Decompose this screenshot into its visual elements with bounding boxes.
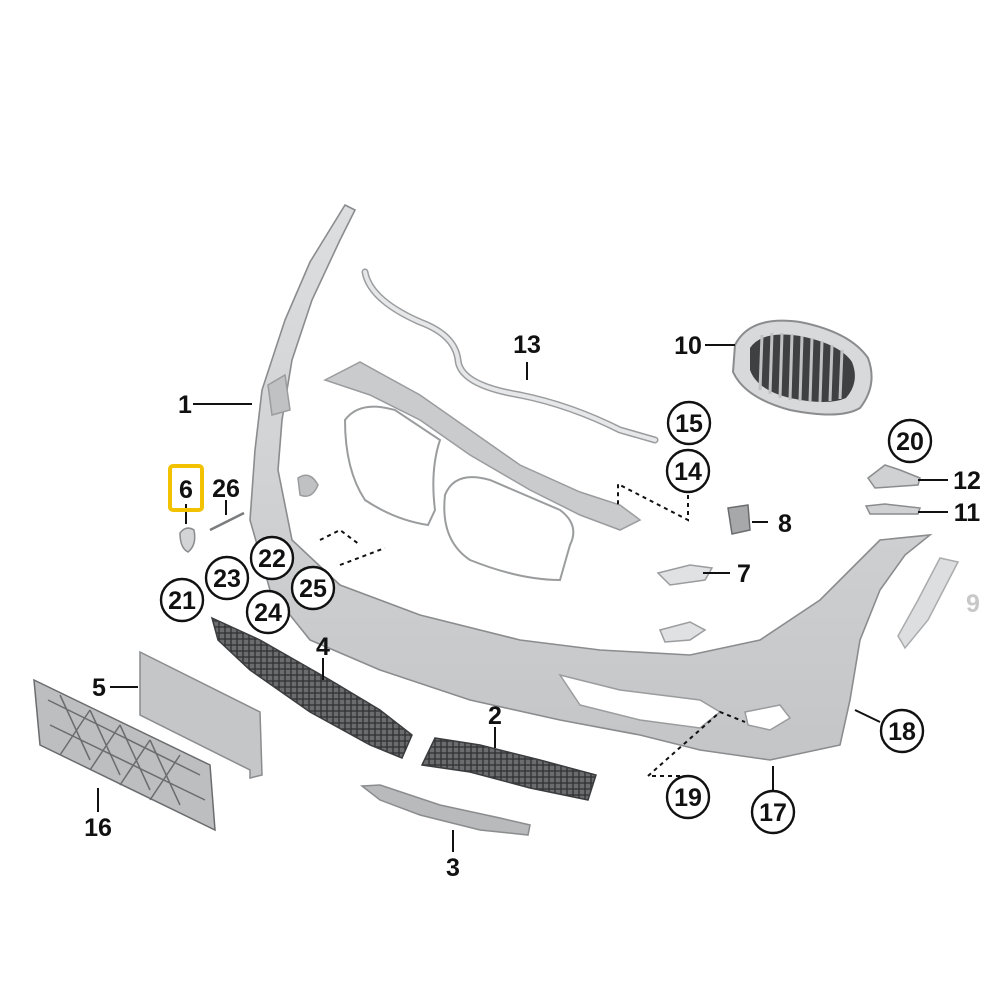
bumper-cover (249, 203, 933, 761)
label-5: 5 (92, 674, 106, 702)
callout-17: 17 (750, 789, 796, 835)
svg-text:24: 24 (254, 599, 282, 627)
label-10: 10 (674, 332, 702, 360)
highlight-box (168, 464, 204, 512)
license-plate-5 (139, 650, 263, 779)
callout-15: 15 (666, 400, 712, 446)
cover-7 (656, 564, 714, 586)
callout-14: 14 (665, 448, 711, 494)
callout-25: 25 (290, 565, 336, 611)
label-3: 3 (446, 854, 460, 882)
screw-26 (209, 511, 245, 532)
label-9: 9 (966, 590, 980, 618)
label-12: 12 (953, 467, 981, 495)
bracket-12 (866, 464, 921, 489)
callout-20: 20 (887, 418, 933, 464)
mesh-grille-2 (420, 737, 597, 801)
mesh-grille-4 (210, 616, 413, 759)
svg-text:17: 17 (759, 799, 787, 827)
trim-strip-3 (359, 784, 531, 836)
callout-23: 23 (204, 555, 250, 601)
cover-6 (179, 527, 196, 553)
label-8: 8 (778, 510, 792, 538)
label-26: 26 (212, 475, 240, 503)
callout-19: 19 (665, 774, 711, 820)
svg-text:14: 14 (674, 458, 702, 486)
svg-text:19: 19 (674, 784, 702, 812)
plate-bracket-16 (33, 678, 216, 832)
label-4: 4 (316, 633, 330, 661)
svg-text:15: 15 (675, 410, 703, 438)
label-2: 2 (488, 702, 502, 730)
callout-22: 22 (249, 535, 295, 581)
bracket-11 (864, 503, 922, 515)
side-strip (897, 557, 960, 650)
callout-24: 24 (245, 589, 291, 635)
svg-text:25: 25 (299, 575, 327, 603)
seal-strip (361, 268, 659, 444)
svg-text:18: 18 (888, 718, 916, 746)
label-13: 13 (513, 331, 541, 359)
label-6: 6 (179, 476, 193, 504)
label-16: 16 (84, 814, 112, 842)
leader-lines (97, 344, 948, 852)
svg-text:20: 20 (896, 428, 924, 456)
clip-8 (727, 504, 751, 535)
callout-18: 18 (879, 708, 925, 754)
label-7: 7 (737, 560, 751, 588)
svg-text:22: 22 (258, 545, 286, 573)
callout-21: 21 (159, 577, 205, 623)
label-1: 1 (178, 391, 192, 419)
svg-text:21: 21 (168, 587, 196, 615)
svg-text:23: 23 (213, 565, 241, 593)
label-11: 11 (954, 499, 981, 527)
kidney-grille (731, 319, 873, 416)
callout-labels: 1 13 10 12 11 8 7 9 26 6 4 5 2 16 3 15 1… (84, 331, 981, 882)
